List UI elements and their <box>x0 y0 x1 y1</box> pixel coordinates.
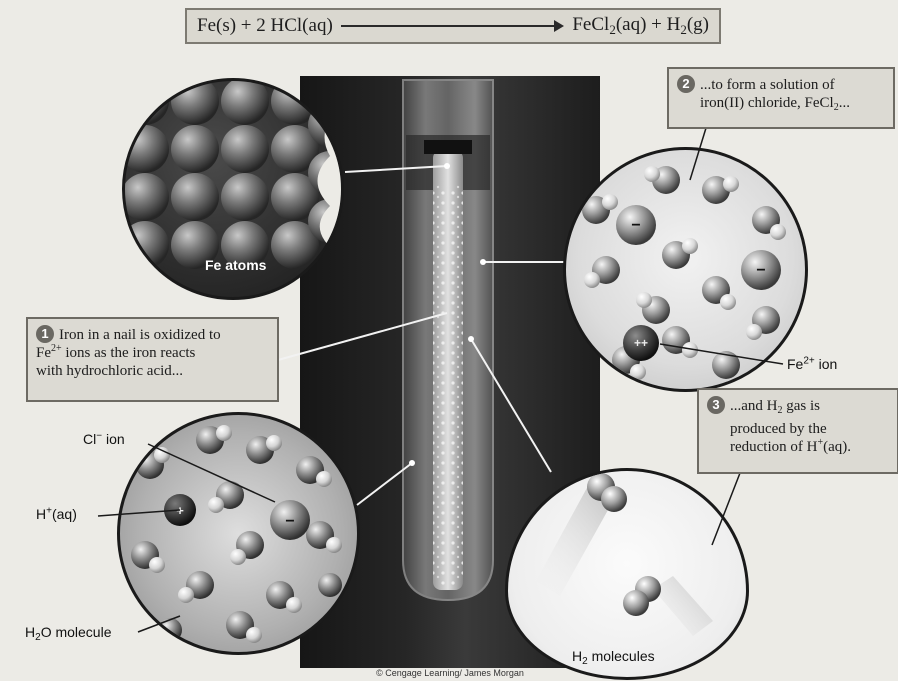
callout-3-text: (aq). <box>823 439 851 455</box>
step-1-badge: 1 <box>36 325 54 343</box>
photo-credit: © Cengage Learning/ James Morgan <box>300 668 600 681</box>
callout-step-3: 3...and H2 gas is produced by the reduct… <box>697 388 898 474</box>
callout-2-text: ... <box>839 95 850 111</box>
callout-2-text: ...to form a solution of <box>700 77 835 93</box>
callout-3-text: ...and H <box>730 398 778 414</box>
callout-3-pointer <box>712 473 740 545</box>
callout-3-text: gas is <box>783 398 821 414</box>
callout-1-line-2: Fe2+ ions as the iron reacts <box>36 344 269 362</box>
callout-2-line-1: 2 ...to form a solution of <box>677 75 885 94</box>
callout-1-line-1: 1 Iron in a nail is oxidized to <box>36 325 269 344</box>
callout-1-text: ions as the iron reacts <box>62 345 196 361</box>
callout-1-text: Fe <box>36 345 51 361</box>
callout-1-line-3: with hydrochloric acid... <box>36 362 269 380</box>
callout-2-pointer <box>690 128 706 180</box>
callout-step-1: 1 Iron in a nail is oxidized to Fe2+ ions… <box>26 317 279 402</box>
callout-3-line-2: produced by the <box>707 420 889 438</box>
callout-3-line-3: reduction of H+(aq). <box>707 438 889 456</box>
callout-3-text: reduction of H <box>730 439 817 455</box>
callout-3-line-1: 3...and H2 gas is <box>707 396 889 420</box>
callout-2-line-2: iron(II) chloride, FeCl2... <box>677 94 885 117</box>
callout-step-2: 2 ...to form a solution of iron(II) chlor… <box>667 67 895 129</box>
step-3-badge: 3 <box>707 396 725 414</box>
callout-2-text: iron(II) chloride, FeCl <box>700 95 834 111</box>
callout-1-charge: 2+ <box>51 343 62 354</box>
step-2-badge: 2 <box>677 75 695 93</box>
callout-1-text: Iron in a nail is oxidized to <box>59 327 221 343</box>
